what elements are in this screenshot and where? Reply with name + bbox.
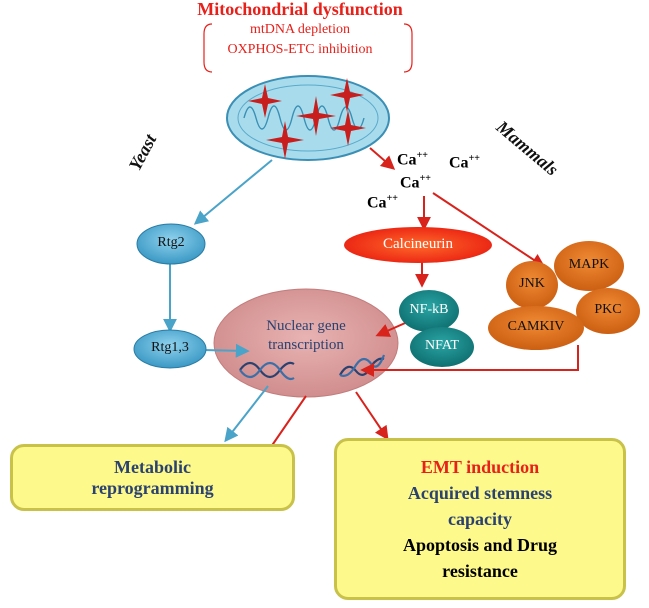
- rtg13-label: Rtg1,3: [151, 340, 189, 355]
- cause-oxphos: OXPHOS-ETC inhibition: [227, 42, 373, 57]
- pkc-label: PKC: [594, 302, 622, 317]
- calcineurin-label: Calcineurin: [383, 236, 453, 252]
- outcome-apoptosis-line1: Apoptosis and Drug: [402, 535, 558, 555]
- nfat-label: NFAT: [425, 338, 459, 353]
- outcome-metabolic-box: Metabolic reprogramming: [10, 444, 295, 511]
- nucleus-label-line1: Nuclear gene: [266, 318, 346, 334]
- camkiv-label: CAMKIV: [507, 319, 565, 334]
- outcome-metabolic-line1: Metabolic: [114, 456, 191, 477]
- damage-star-icon: [248, 78, 366, 159]
- mapk-node: [554, 241, 624, 291]
- nfkb-label: NF-kB: [409, 302, 449, 317]
- rtg13-node: [133, 329, 207, 369]
- nfat-node: [410, 327, 474, 367]
- calcium-ion-2: Ca++: [449, 153, 480, 172]
- causes-bracket: [403, 23, 413, 73]
- outcome-emt-box: EMT induction Acquired stemness capacity…: [334, 438, 626, 600]
- outcome-emt: EMT induction: [420, 457, 540, 477]
- outcome-stemness-line2: capacity: [448, 509, 512, 529]
- outcome-apoptosis-line2: resistance: [442, 561, 518, 581]
- nucleus-label-line2: transcription: [268, 337, 344, 353]
- page-title: Mitochondrial dysfunction: [197, 0, 403, 19]
- causes-bracket: [203, 23, 213, 73]
- camkiv-node: [488, 306, 584, 350]
- calcineurin-node: [344, 227, 492, 263]
- jnk-node: [506, 261, 558, 309]
- outcome-metabolic-line2: reprogramming: [91, 477, 214, 498]
- calcium-ion-3: Ca++: [400, 173, 431, 192]
- calcium-ion-4: Ca++: [367, 193, 398, 212]
- outcome-stemness-line1: Acquired stemness: [407, 483, 553, 503]
- rtg2-label: Rtg2: [157, 235, 185, 250]
- rtg2-node: [136, 223, 206, 265]
- pkc-node: [576, 288, 640, 334]
- cause-mtdna: mtDNA depletion: [250, 22, 350, 37]
- jnk-label: JNK: [519, 276, 545, 291]
- yeast-arrows: [163, 159, 273, 443]
- nfkb-node: [399, 290, 459, 332]
- calcium-ion-1: Ca++: [397, 150, 428, 169]
- mapk-label: MAPK: [568, 257, 610, 272]
